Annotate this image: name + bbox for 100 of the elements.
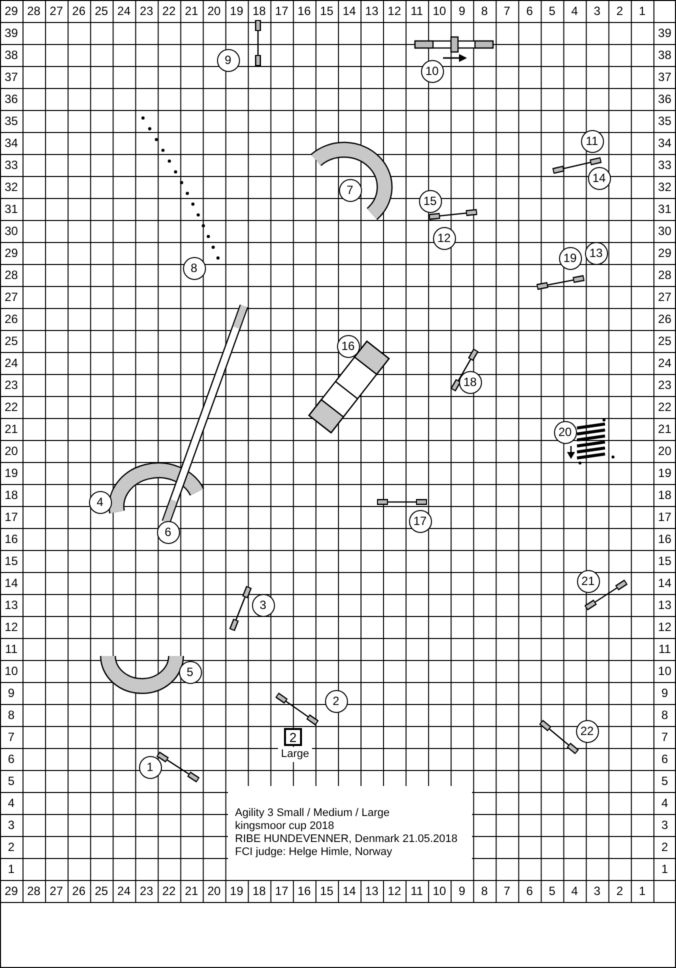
axis-number: 25: [657, 335, 672, 347]
axis-number: 25: [4, 335, 19, 347]
axis-number: 10: [657, 665, 672, 677]
axis-number: 28: [26, 885, 42, 897]
axis-number: 35: [4, 115, 19, 127]
axis-number: 12: [657, 621, 672, 633]
number-marker: 18: [458, 370, 482, 394]
axis-number: 24: [116, 885, 132, 897]
axis-number: 22: [4, 401, 19, 413]
number-marker: 4: [88, 490, 112, 514]
axis-number: 9: [660, 687, 670, 699]
number-marker: 19: [558, 246, 582, 270]
axis-number: 11: [657, 643, 672, 655]
axis-number: 8: [480, 885, 489, 897]
axis-number: 33: [657, 159, 672, 171]
axis-number: 24: [116, 5, 132, 17]
start-marker: 2: [284, 728, 302, 746]
info-text: Agility 3 Small / Medium / Large: [235, 807, 391, 820]
axis-number: 16: [657, 533, 672, 545]
axis-number: 32: [657, 181, 672, 193]
axis-number: 30: [4, 225, 19, 237]
axis-number: 1: [660, 863, 670, 875]
axis-number: 21: [184, 885, 200, 897]
axis-number: 26: [657, 313, 672, 325]
number-marker: 8: [182, 256, 206, 280]
axis-number: 29: [4, 247, 19, 259]
axis-number: 8: [6, 709, 16, 721]
axis-number: 26: [4, 313, 19, 325]
axis-number: 15: [4, 555, 19, 567]
axis-number: 18: [251, 5, 267, 17]
axis-number: 26: [71, 885, 87, 897]
axis-number: 6: [525, 885, 534, 897]
axis-number: 22: [657, 401, 672, 413]
axis-number: 10: [432, 5, 448, 17]
axis-number: 39: [4, 27, 19, 39]
number-marker: 11: [580, 130, 604, 152]
axis-number: 14: [342, 5, 357, 17]
axis-number: 39: [657, 27, 672, 39]
axis-number: 7: [502, 5, 512, 17]
axis-number: 3: [592, 5, 602, 17]
axis-number: 6: [660, 753, 670, 765]
axis-number: 21: [657, 423, 672, 435]
axis-number: 31: [657, 203, 672, 215]
axis-number: 24: [4, 357, 19, 369]
axis-number: 38: [657, 49, 672, 61]
axis-number: 20: [206, 5, 222, 17]
axis-number: 38: [4, 49, 19, 61]
axis-number: 11: [410, 5, 424, 17]
axis-number: 2: [660, 841, 670, 853]
axis-number: 30: [657, 225, 672, 237]
number-marker: 3: [252, 594, 274, 616]
info-text: FCI judge: Helge Himle, Norway: [235, 846, 394, 859]
axis-number: 10: [432, 885, 448, 897]
axis-number: 25: [94, 5, 110, 17]
axis-number: 27: [48, 885, 64, 897]
axis-number: 35: [657, 115, 672, 127]
axis-number: 5: [660, 775, 670, 787]
axis-number: 17: [4, 511, 19, 523]
axis-number: 13: [657, 599, 672, 611]
axis-number: 6: [525, 5, 534, 17]
number-marker: 17: [408, 510, 432, 532]
number-marker: 15: [418, 190, 442, 212]
axis-number: 26: [71, 5, 87, 17]
number-marker: 14: [588, 166, 610, 190]
axis-number: 8: [480, 5, 489, 17]
axis-number: 12: [4, 621, 19, 633]
axis-number: 3: [592, 885, 602, 897]
axis-number: 34: [657, 137, 672, 149]
axis-number: 15: [319, 5, 334, 17]
axis-number: 16: [296, 5, 312, 17]
axis-number: 12: [386, 5, 402, 17]
axis-number: 36: [657, 93, 672, 105]
axis-number: 19: [4, 467, 19, 479]
number-marker: 1: [138, 756, 162, 778]
number-marker: 16: [336, 334, 360, 358]
axis-number: 15: [657, 555, 672, 567]
axis-number: 6: [6, 753, 16, 765]
axis-number: 34: [4, 137, 19, 149]
axis-number: 23: [657, 379, 672, 391]
axis-number: 36: [4, 93, 19, 105]
axis-number: 11: [410, 885, 424, 897]
axis-number: 32: [4, 181, 19, 193]
axis-number: 2: [615, 885, 624, 897]
axis-number: 4: [570, 5, 579, 17]
axis-number: 13: [4, 599, 19, 611]
axis-number: 28: [4, 269, 19, 281]
axis-number: 16: [4, 533, 19, 545]
axis-number: 8: [660, 709, 670, 721]
number-marker: 12: [432, 226, 456, 250]
axis-number: 21: [184, 5, 200, 17]
axis-number: 11: [4, 643, 18, 655]
axis-number: 33: [4, 159, 19, 171]
axis-number: 18: [657, 489, 672, 501]
axis-number: 2: [6, 841, 16, 853]
info-text: RIBE HUNDEVENNER, Denmark 21.05.2018: [235, 833, 459, 846]
axis-number: 16: [296, 885, 312, 897]
info-text: kingsmoor cup 2018: [235, 820, 336, 833]
axis-number: 12: [386, 885, 402, 897]
number-marker: 21: [576, 570, 600, 592]
axis-number: 14: [342, 885, 357, 897]
